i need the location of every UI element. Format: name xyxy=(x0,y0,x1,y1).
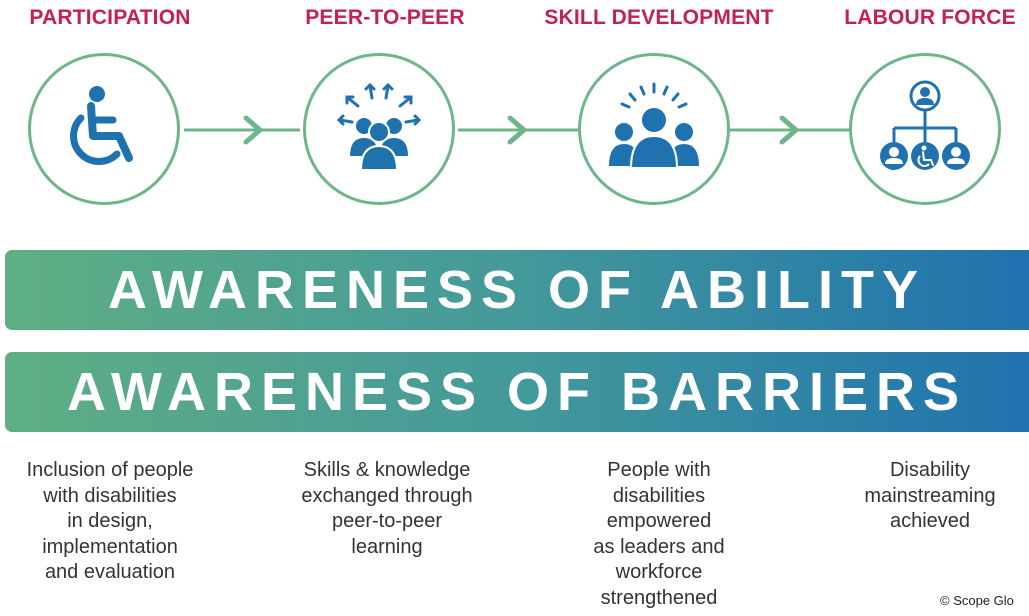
wheelchair-icon xyxy=(70,86,133,165)
desc-line: with disabilities xyxy=(43,484,177,507)
desc-line: peer-to-peer xyxy=(331,510,443,532)
desc-line: Inclusion of people xyxy=(26,459,194,481)
description-skill-development: People with disabilities empowered as le… xyxy=(549,458,769,611)
desc-line: achieved xyxy=(889,510,971,532)
desc-line: strengthened xyxy=(600,586,718,609)
desc-line: disabilities xyxy=(612,484,706,507)
banner-awareness-of-barriers: AWARENESS OF BARRIERS xyxy=(5,352,1029,432)
participation-circle xyxy=(28,53,180,205)
stage-title-peer-to-peer: PEER-TO-PEER xyxy=(305,6,465,29)
desc-line: exchanged through xyxy=(301,484,473,507)
desc-line: implementation xyxy=(42,535,178,558)
stage-title-labour-force: LABOUR FORCE xyxy=(844,6,1016,29)
description-peer-to-peer: Skills & knowledge exchanged through pee… xyxy=(277,458,497,560)
desc-line: empowered xyxy=(606,510,712,532)
desc-line: workforce xyxy=(615,561,703,583)
copyright-note: © Scope Glo xyxy=(940,593,1014,608)
org-chart-icon xyxy=(880,80,970,170)
labour-force-circle xyxy=(849,53,1001,205)
banner-awareness-of-ability: AWARENESS OF ABILITY xyxy=(5,250,1029,330)
desc-line: Disability xyxy=(889,459,971,481)
arrow-3 xyxy=(730,115,850,145)
group-sharing-icon xyxy=(336,82,422,171)
description-labour-force: Disability mainstreaming achieved xyxy=(820,458,1029,535)
empowered-group-icon xyxy=(609,82,699,169)
arrow-1 xyxy=(184,115,300,145)
desc-line: People with xyxy=(607,459,711,481)
desc-line: Skills & knowledge xyxy=(303,459,471,481)
skill-development-circle xyxy=(578,53,730,205)
desc-line: and evaluation xyxy=(44,561,176,583)
desc-line: in design, xyxy=(67,510,153,532)
desc-line: as leaders and xyxy=(593,535,725,558)
arrow-2 xyxy=(458,115,578,145)
desc-line: mainstreaming xyxy=(864,484,996,507)
description-participation: Inclusion of people with disabilities in… xyxy=(0,458,220,586)
stage-title-skill-development: SKILL DEVELOPMENT xyxy=(544,6,774,29)
desc-line: learning xyxy=(351,535,423,558)
peer-to-peer-circle xyxy=(303,53,455,205)
stage-title-participation: PARTICIPATION xyxy=(29,6,191,29)
